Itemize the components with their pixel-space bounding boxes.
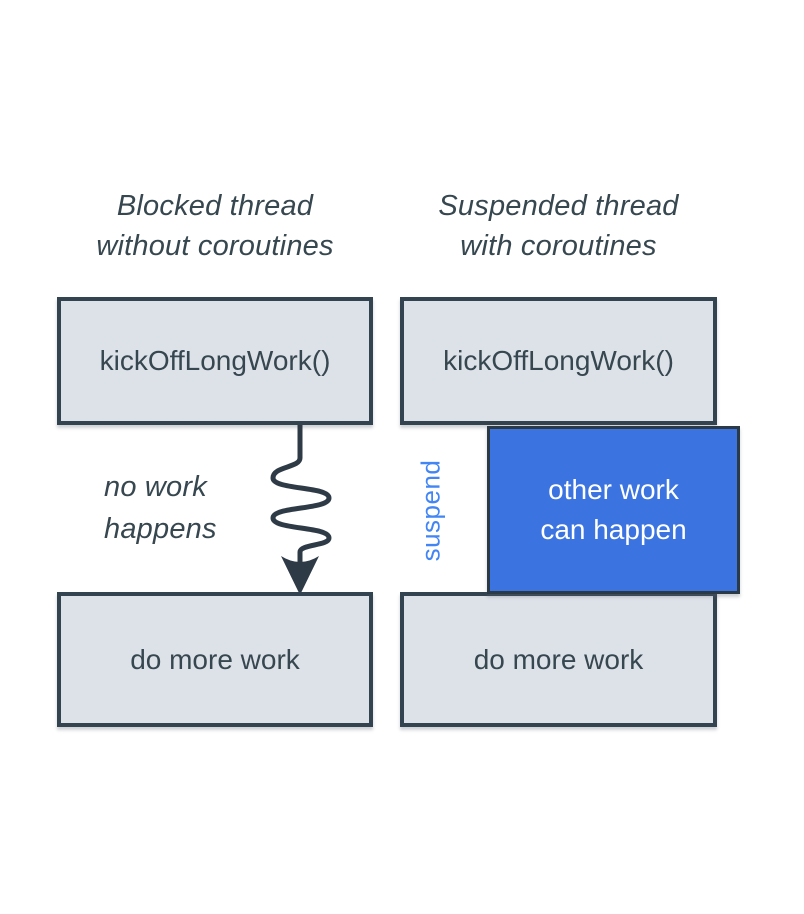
other-work-line2: can happen (540, 514, 687, 545)
left-column-title: Blocked thread without coroutines (57, 186, 373, 266)
blocked-thread-squiggle-arrow-icon (255, 425, 345, 595)
right-title-line1: Suspended thread (438, 190, 679, 222)
suspended-do-more-work-box: do more work (400, 592, 717, 727)
blocked-kickofflongwork-box: kickOffLongWork() (57, 297, 373, 425)
left-title-line1: Blocked thread (116, 190, 314, 222)
no-work-happens-note: no work happens (104, 466, 217, 550)
blocked-do-more-work-box: do more work (57, 592, 373, 727)
suspended-kickofflongwork-box: kickOffLongWork() (400, 297, 717, 425)
suspended-do-more-work-label: do more work (473, 643, 644, 675)
blocked-kickofflongwork-label: kickOffLongWork() (99, 345, 331, 376)
other-work-box: other work can happen (487, 426, 740, 594)
no-work-note-line1: no work (104, 471, 207, 503)
suspend-label: suspend (415, 459, 446, 561)
right-title-line2: with coroutines (460, 230, 657, 262)
other-work-line1: other work (548, 474, 679, 505)
left-title-line2: without coroutines (96, 230, 334, 262)
blocked-do-more-work-label: do more work (130, 643, 300, 675)
suspend-label-wrap: suspend (400, 426, 462, 594)
right-column-title: Suspended thread with coroutines (400, 186, 717, 266)
no-work-note-line2: happens (104, 513, 217, 545)
suspended-kickofflongwork-label: kickOffLongWork() (443, 345, 674, 376)
